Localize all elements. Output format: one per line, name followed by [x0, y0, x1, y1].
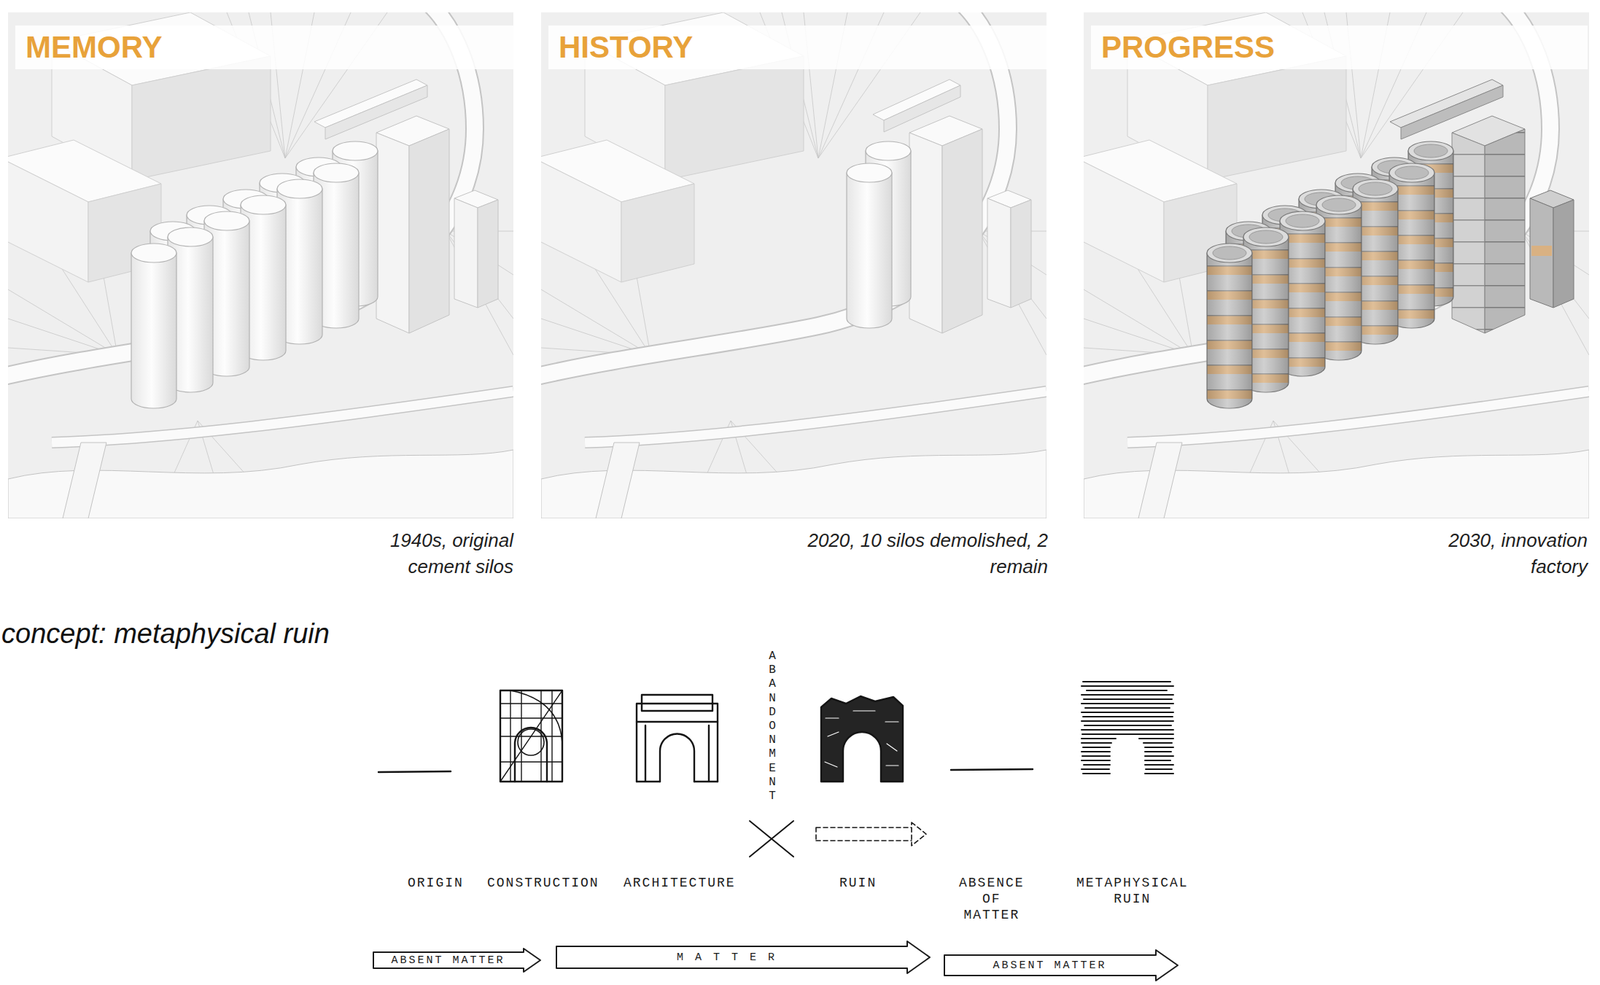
- arrow-text-box: MATTER: [555, 940, 908, 975]
- history-site-model-part: [909, 132, 943, 334]
- memory-site-model: [8, 12, 514, 519]
- memory-site-model-part: [409, 129, 450, 334]
- stage-label: CONSTRUCTION: [487, 875, 600, 892]
- panel-caption: 2030, innovation factory: [1435, 527, 1588, 580]
- metaphysical-ruin-lines: [1081, 681, 1174, 774]
- memory-site-model-part: [8, 12, 514, 519]
- timeline-panel: MEMORY 1940s, original cement silos: [8, 12, 514, 582]
- architecture-arch-part: [636, 721, 718, 782]
- progress-site-model: [1083, 12, 1590, 519]
- architecture-arch: [636, 694, 718, 782]
- origin-line: [378, 771, 451, 773]
- history-site-model-part: [846, 163, 892, 329]
- title-band: HISTORY: [548, 25, 1048, 70]
- absence-line: [950, 769, 1033, 771]
- panel-title: HISTORY: [548, 25, 693, 70]
- arrow-shape: [944, 950, 1178, 981]
- stage-label: RUIN: [839, 875, 877, 892]
- progress-site-model-part: [1451, 132, 1485, 334]
- timeline-panel: PROGRESS 2030, innovation factory: [1083, 12, 1588, 582]
- stage-label: ORIGIN: [407, 875, 464, 892]
- stage-label: ARCHITECTURE: [623, 875, 736, 892]
- title-band: PROGRESS: [1090, 25, 1588, 70]
- construction-sketch-part: [517, 729, 545, 756]
- stage-label: METAPHYSICAL RUIN: [1076, 875, 1189, 908]
- progress-site-model-part: [1531, 245, 1552, 256]
- panel-caption: 1940s, original cement silos: [338, 527, 514, 580]
- progress-site-model-part: [1400, 85, 1504, 140]
- title-band: MEMORY: [15, 25, 514, 70]
- arrow-label: ABSENT MATTER: [390, 954, 505, 968]
- arrow-text-box: ABSENT MATTER: [372, 948, 524, 973]
- abandonment-cross: [749, 821, 794, 857]
- architecture-arch-part: [659, 733, 695, 782]
- memory-site-model-part: [376, 132, 410, 334]
- history-site-model-part: [942, 129, 983, 334]
- history-site-model-part: [883, 85, 961, 132]
- history-site-model-part: [1010, 199, 1032, 308]
- memory-site-model-part: [477, 199, 499, 308]
- construction-sketch-part: [500, 703, 563, 763]
- progress-site-model-part: [1484, 129, 1525, 334]
- matter-arrow: ABSENT MATTER: [943, 949, 1179, 982]
- progress-site-model-part: [1553, 199, 1574, 308]
- panel-title: PROGRESS: [1090, 25, 1275, 70]
- arrow-label: ABSENT MATTER: [992, 959, 1107, 973]
- arrow-shape: [373, 948, 541, 973]
- construction-sketch: [500, 690, 563, 782]
- architecture-arch-part: [641, 694, 713, 712]
- ruin-arch-part: [821, 696, 903, 782]
- panel-caption: 2020, 10 silos demolished, 2 remain: [794, 527, 1048, 580]
- memory-site-model-part: [325, 85, 428, 140]
- stage-label: ABSENCE OF MATTER: [958, 875, 1025, 924]
- panel-title: MEMORY: [15, 25, 162, 70]
- dashed-arrow: [816, 822, 927, 846]
- section-heading: concept: metaphysical ruin: [1, 616, 330, 651]
- arrow-label: MATTER: [676, 951, 787, 965]
- arrow-shape: [556, 941, 930, 974]
- ruin-arch-part: [824, 711, 899, 768]
- history-site-model: [541, 12, 1047, 519]
- matter-arrow: MATTER: [555, 940, 931, 975]
- construction-sketch-part: [500, 690, 563, 782]
- construction-sketch-part: [510, 690, 563, 744]
- history-site-model-part: [541, 12, 1047, 519]
- construction-sketch-part: [500, 690, 563, 782]
- history-site-model-part: [987, 198, 1011, 308]
- matter-arrow: ABSENT MATTER: [372, 948, 542, 973]
- concept-sketch: [378, 681, 1174, 962]
- memory-site-model-part: [454, 198, 478, 308]
- arrow-text-box: ABSENT MATTER: [943, 949, 1156, 982]
- progress-site-model-part: [1529, 198, 1554, 308]
- progress-site-model-part: [1083, 12, 1590, 519]
- ruin-arch: [821, 696, 903, 782]
- memory-site-model-part: [131, 243, 177, 409]
- vertical-label: ABANDONMENT: [766, 649, 779, 804]
- progress-site-model-part: [1206, 243, 1253, 409]
- timeline-panel: HISTORY 2020, 10 silos demolished, 2 rema…: [541, 12, 1048, 582]
- architecture-arch-part: [636, 703, 718, 782]
- progress-site-model-part: [1484, 129, 1525, 334]
